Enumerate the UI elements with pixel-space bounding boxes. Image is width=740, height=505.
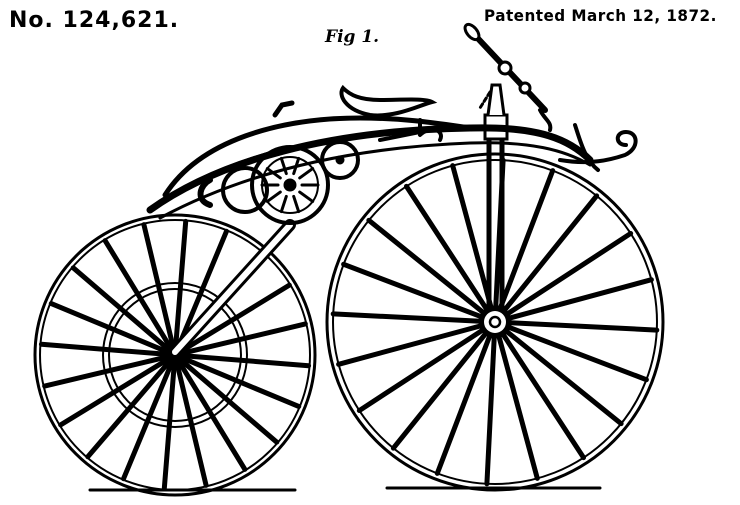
spoke: [48, 301, 167, 353]
spoke: [336, 322, 486, 367]
figure-label: Fig 1.: [325, 27, 380, 47]
spoke: [298, 167, 315, 180]
spoke: [177, 228, 229, 347]
spoke: [356, 326, 488, 414]
spoke: [504, 320, 660, 333]
spoke: [292, 156, 301, 176]
front-fork: [483, 83, 509, 311]
handlebar: [463, 22, 553, 132]
spoke: [175, 364, 209, 488]
spoke: [341, 261, 487, 321]
spoke: [184, 353, 312, 369]
spoke: [292, 194, 301, 214]
spoke: [161, 364, 177, 492]
spoke: [403, 183, 491, 315]
spoke: [450, 163, 495, 313]
spoke: [38, 341, 166, 357]
spoke: [265, 190, 282, 203]
spoke: [42, 355, 166, 389]
spoke: [178, 362, 248, 472]
spoke: [58, 358, 168, 428]
saddle: [339, 84, 438, 118]
spoke: [183, 357, 302, 409]
spoke: [102, 238, 172, 348]
frame-backbone: [146, 115, 594, 220]
spoke: [181, 360, 280, 445]
spoke: [70, 265, 169, 350]
spoke: [434, 330, 494, 476]
front-scroll: [558, 123, 638, 172]
spoke: [503, 323, 649, 383]
spoke: [121, 363, 173, 482]
spoke: [141, 222, 175, 346]
spoke: [184, 321, 308, 355]
rear-wheel: [33, 213, 317, 497]
gear-mechanism: [197, 100, 443, 225]
spoke: [366, 217, 489, 317]
spoke: [502, 230, 634, 318]
spoke: [279, 194, 288, 214]
spoke: [330, 311, 486, 324]
spoke: [496, 168, 556, 314]
spoke: [501, 327, 624, 427]
spoke: [173, 218, 189, 346]
spoke: [182, 282, 292, 352]
patent-date: Patented March 12, 1872.: [484, 6, 717, 25]
front-wheel: [325, 152, 665, 492]
spoke: [500, 193, 600, 316]
patent-number: No. 124,621.: [9, 8, 180, 33]
spoke: [279, 156, 288, 176]
spoke: [504, 277, 654, 322]
spoke: [298, 190, 315, 203]
spoke: [484, 331, 497, 487]
spoke: [495, 331, 540, 481]
spoke: [390, 328, 490, 451]
spoke: [499, 329, 587, 461]
spoke: [265, 167, 282, 180]
spoke: [85, 361, 170, 460]
rear-stay: [169, 219, 296, 358]
